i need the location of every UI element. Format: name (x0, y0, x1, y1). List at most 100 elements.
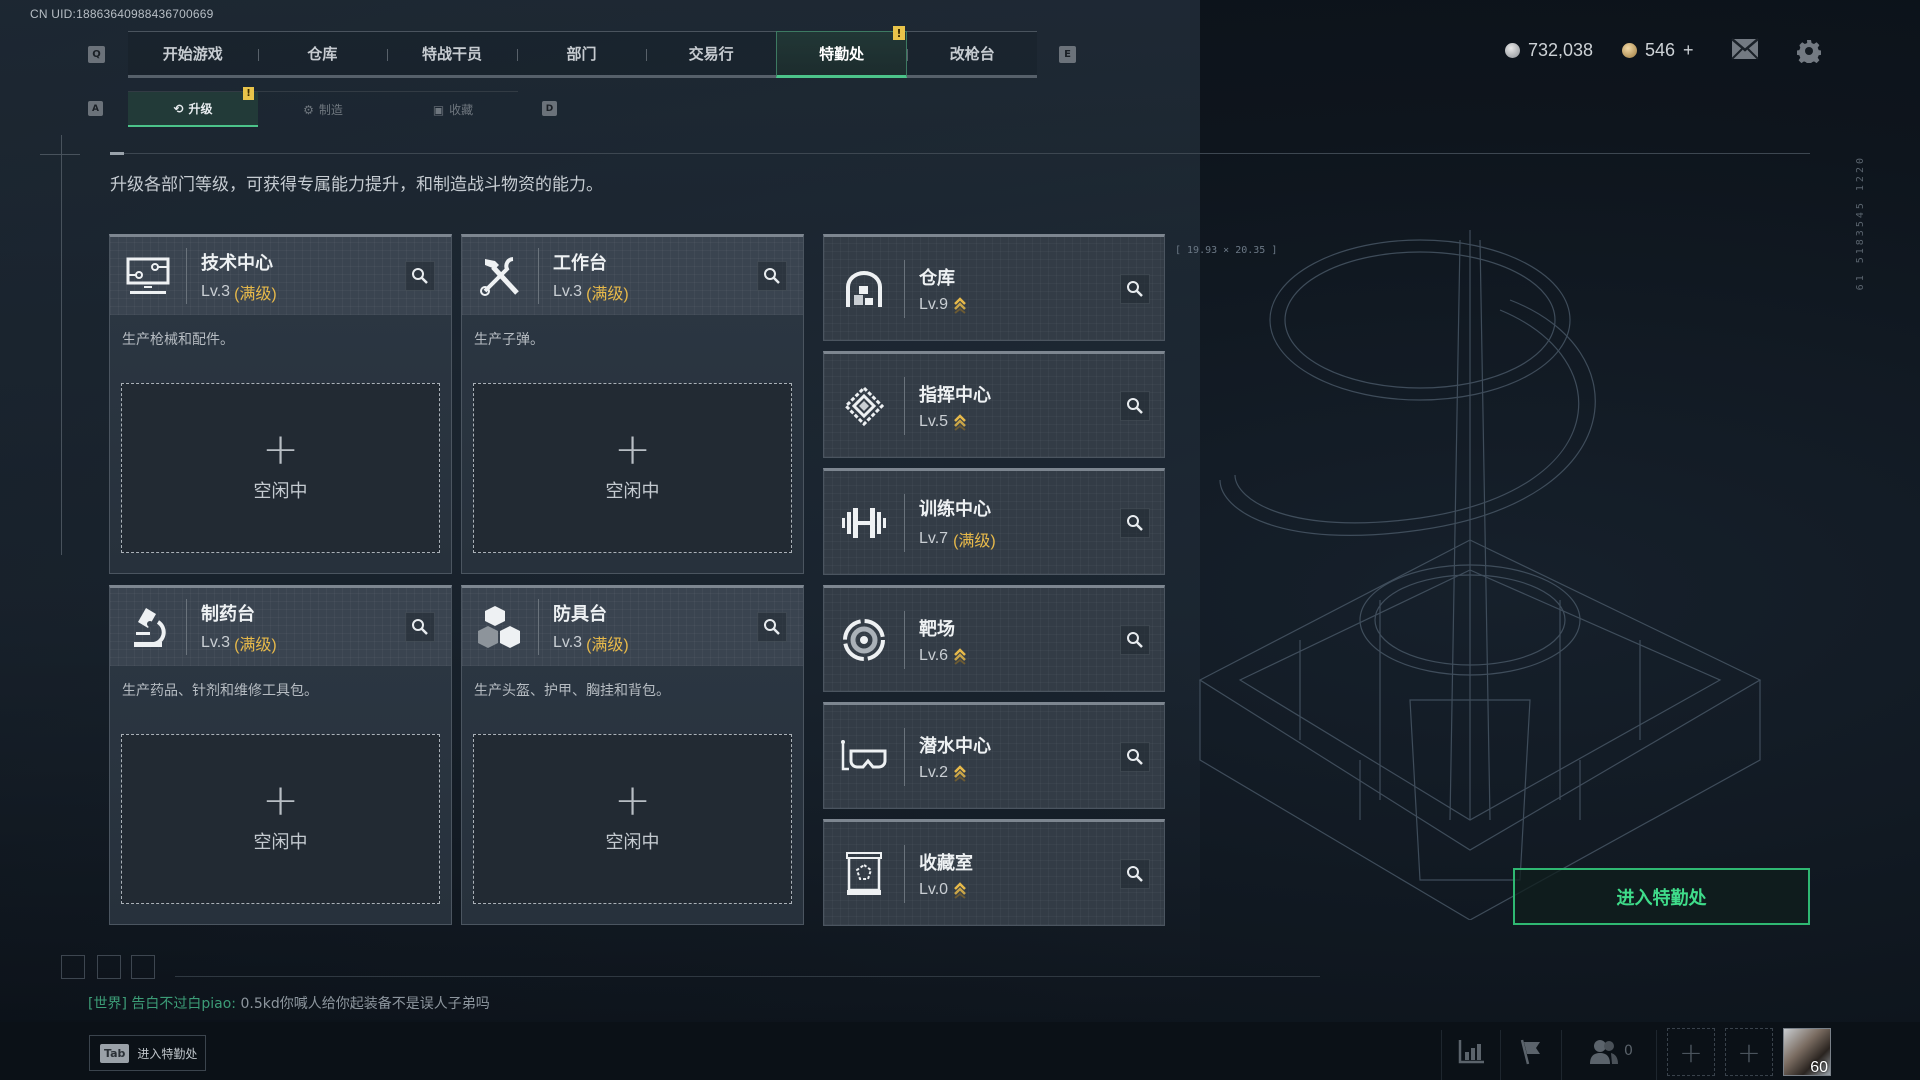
department-card-training-center[interactable]: 训练中心 Lv.7(满级) (823, 468, 1165, 575)
search-icon[interactable] (1120, 507, 1150, 538)
stats-chart-icon[interactable] (1458, 1038, 1486, 1068)
tab-departments[interactable]: 部门 (516, 32, 647, 75)
search-icon[interactable] (757, 612, 787, 642)
subtab-collection[interactable]: ▣ 收藏 (388, 92, 518, 127)
search-icon[interactable] (405, 612, 435, 642)
department-card-shooting-range[interactable]: 靶场 Lv.6 (823, 585, 1165, 692)
card-header[interactable]: 技术中心 Lv.3(满级) (110, 237, 451, 315)
max-level-label: (满级) (234, 636, 277, 654)
search-icon[interactable] (1120, 741, 1150, 772)
header-separator (904, 610, 905, 669)
production-slot[interactable]: + 空闲中 (121, 383, 440, 553)
collection-icon: ▣ (432, 102, 445, 117)
subtab-next-key-d[interactable]: D (542, 101, 557, 116)
tab-warehouse[interactable]: 仓库 (257, 32, 388, 75)
production-slot[interactable]: + 空闲中 (473, 734, 792, 904)
card-header[interactable]: 制药台 Lv.3(满级) (110, 588, 451, 666)
header-separator (186, 599, 187, 655)
frame-decoration (61, 135, 62, 555)
silver-amount: 732,038 (1528, 40, 1594, 60)
player-uid: CN UID:18863640988436700669 (30, 7, 214, 21)
craft-icon: ⚙ (303, 102, 314, 117)
upgrade-available-icon (954, 296, 966, 314)
department-name: 潜水中心 (919, 735, 991, 757)
coordinate-readout: [ 19.93 × 20.35 ] (1175, 245, 1278, 256)
world-chat-line[interactable]: [世界] 告白不过白piao: 0.5kd你喊人给你起装备不是误人子弟吗 (88, 993, 490, 1013)
department-level: Lv.0 (919, 880, 949, 898)
upgrade-available-icon (954, 647, 966, 665)
bar-separator (1561, 1030, 1562, 1080)
card-header[interactable]: 防具台 Lv.3(满级) (462, 588, 803, 666)
gold-amount: 546 (1645, 40, 1676, 60)
subtab-upgrade-label: 升级 (188, 102, 213, 116)
search-icon[interactable] (405, 261, 435, 291)
plus-icon: + (262, 775, 299, 826)
department-level: Lv.3 (553, 282, 583, 300)
department-card-collection-room[interactable]: 收藏室 Lv.0 (823, 819, 1165, 926)
header-separator (538, 599, 539, 655)
plus-icon: + (614, 775, 651, 826)
search-icon[interactable] (1120, 624, 1150, 655)
department-level: Lv.5 (919, 412, 949, 430)
department-level: Lv.9 (919, 295, 949, 313)
player-avatar[interactable]: 60 (1783, 1028, 1831, 1076)
header-separator (904, 493, 905, 552)
tab-hint-button[interactable]: Tab 进入特勤处 (89, 1035, 206, 1071)
enter-special-ops-button[interactable]: 进入特勤处 (1513, 868, 1810, 925)
slot-status: 空闲中 (605, 832, 660, 853)
department-card-warehouse[interactable]: 仓库 Lv.9 (823, 234, 1165, 341)
command-chip-icon (824, 354, 904, 457)
subtab-alert-badge: ! (243, 87, 254, 100)
target-icon (824, 588, 904, 691)
slot-status: 空闲中 (253, 481, 308, 502)
subtab-upgrade[interactable]: ⟲ 升级 (128, 92, 258, 127)
friends-button[interactable]: 0 (1590, 1038, 1633, 1064)
flag-icon[interactable] (1518, 1038, 1546, 1070)
search-icon[interactable] (757, 261, 787, 291)
production-slot[interactable]: + 空闲中 (473, 383, 792, 553)
header-separator (186, 248, 187, 304)
bar-separator (1656, 1030, 1657, 1080)
gear-icon[interactable] (1796, 39, 1822, 67)
department-name: 防具台 (553, 603, 607, 625)
plus-icon: + (614, 424, 651, 475)
search-icon[interactable] (1120, 273, 1150, 304)
department-name: 训练中心 (919, 498, 991, 520)
department-card-diving-center[interactable]: 潜水中心 Lv.2 (823, 702, 1165, 809)
page-description: 升级各部门等级，可获得专属能力提升，和制造战斗物资的能力。 (110, 175, 603, 195)
department-name: 仓库 (919, 267, 955, 289)
tab-start-game[interactable]: 开始游戏 (162, 45, 223, 63)
gold-add-button[interactable]: + (1683, 40, 1694, 60)
quick-slot (97, 955, 121, 979)
bar-separator (1500, 1030, 1501, 1080)
tab-gunsmith[interactable]: 改枪台 (907, 32, 1037, 75)
tab-operators[interactable]: 特战干员 (387, 32, 517, 75)
warehouse-icon (824, 237, 904, 340)
team-slot-empty[interactable]: + (1667, 1028, 1715, 1076)
base-wireframe-illustration (1198, 230, 1762, 920)
subtab-craft[interactable]: ⚙ 制造 (258, 92, 388, 127)
sub-tabs: ⟲ 升级 ⚙ 制造 ▣ 收藏 (128, 91, 518, 127)
alert-badge: ! (893, 26, 905, 40)
card-header[interactable]: 工作台 Lv.3(满级) (462, 237, 803, 315)
production-card-workbench: 工作台 Lv.3(满级) 生产子弹。 + 空闲中 (461, 234, 804, 574)
tab-market[interactable]: 交易行 (646, 32, 776, 75)
production-slot[interactable]: + 空闲中 (121, 734, 440, 904)
nav-prev-key-q[interactable]: Q (88, 46, 105, 63)
department-name: 工作台 (553, 252, 607, 274)
nav-next-key-e[interactable]: E (1059, 46, 1076, 63)
team-slot-empty[interactable]: + (1725, 1028, 1773, 1076)
department-level: Lv.3 (201, 633, 231, 651)
subtab-prev-key-a[interactable]: A (88, 101, 103, 116)
diving-mask-icon (824, 705, 904, 808)
department-card-command-center[interactable]: 指挥中心 Lv.5 (823, 351, 1165, 458)
mail-icon[interactable] (1731, 38, 1759, 64)
frame-decoration (40, 154, 80, 155)
tab-special-ops[interactable]: 特勤处 (775, 31, 908, 78)
header-separator (904, 376, 905, 435)
department-name: 收藏室 (919, 852, 973, 874)
search-icon[interactable] (1120, 858, 1150, 889)
gold-currency[interactable]: 546 + (1622, 40, 1694, 61)
search-icon[interactable] (1120, 390, 1150, 421)
max-level-label: (满级) (234, 285, 277, 303)
